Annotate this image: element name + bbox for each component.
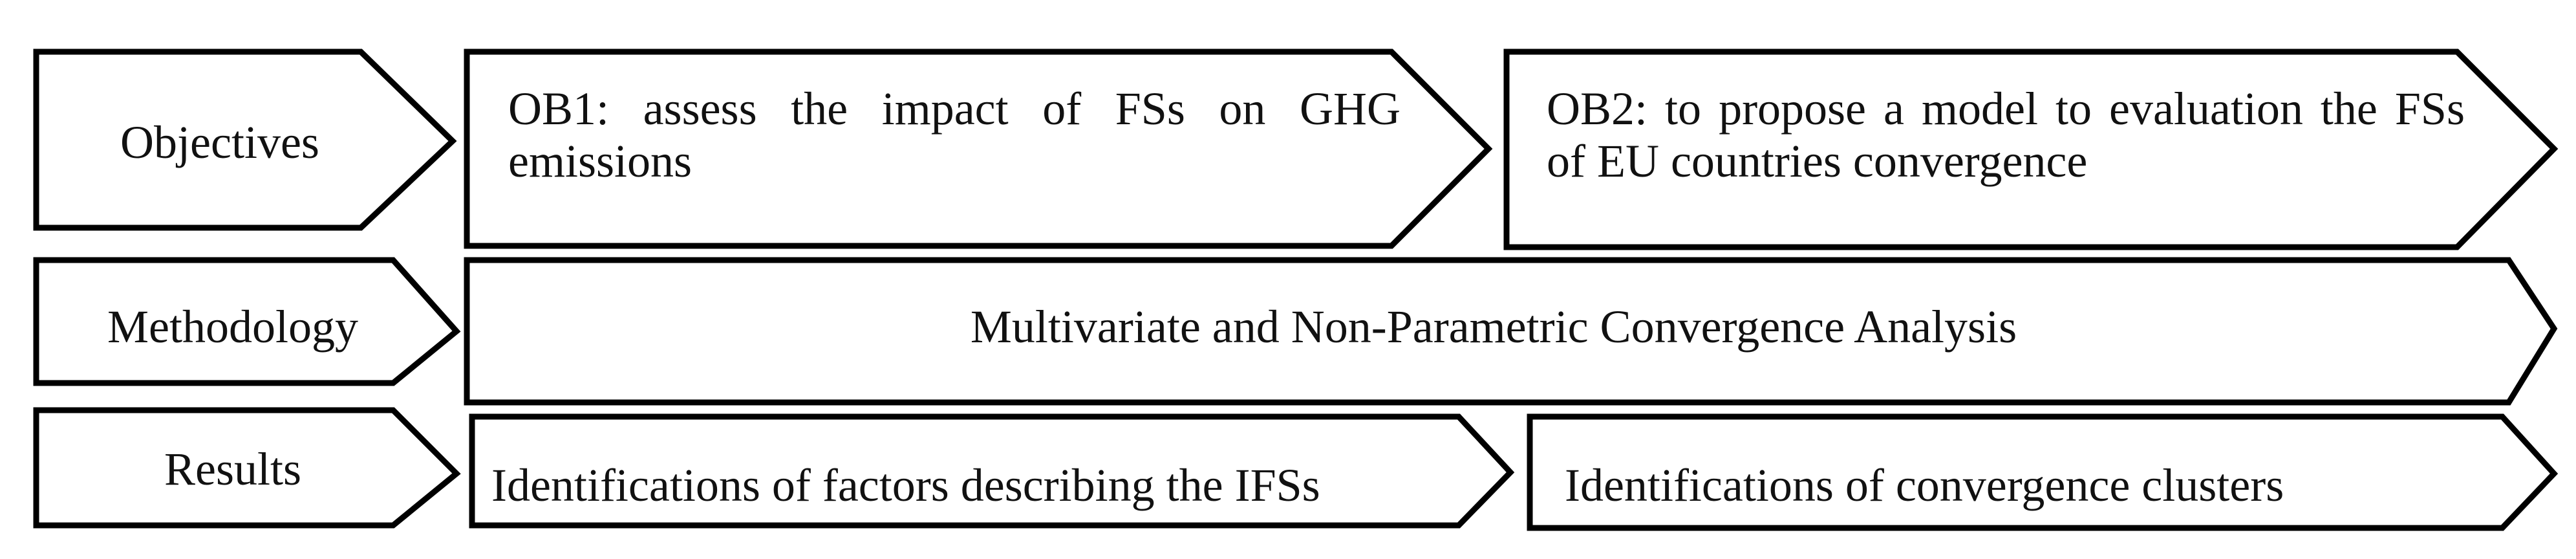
objective-ob2-text: OB2: to propose a model to evaluation th…: [1547, 83, 2465, 187]
objective-ob1-text: OB1: assess the impact of FSs on GHG emi…: [508, 83, 1401, 187]
result-factors-text: Identifications of factors describing th…: [491, 459, 1320, 511]
results-label-arrow: [33, 407, 461, 529]
ob2-arrow: [1503, 49, 2559, 250]
objectives-label-arrow: [33, 49, 457, 231]
result-1-arrow: [469, 413, 1515, 529]
row-label-methodology: Methodology: [107, 300, 358, 353]
row-label-results: Results: [164, 443, 302, 495]
result-clusters-text: Identifications of convergence clusters: [1565, 459, 2284, 511]
methodology-label-arrow: [33, 257, 461, 386]
row-label-objectives: Objectives: [120, 116, 319, 168]
ob1-arrow: [464, 49, 1493, 249]
methodology-arrow: [464, 257, 2558, 406]
methodology-text: Multivariate and Non-Parametric Converge…: [970, 300, 2017, 353]
result-2-arrow: [1527, 413, 2559, 531]
